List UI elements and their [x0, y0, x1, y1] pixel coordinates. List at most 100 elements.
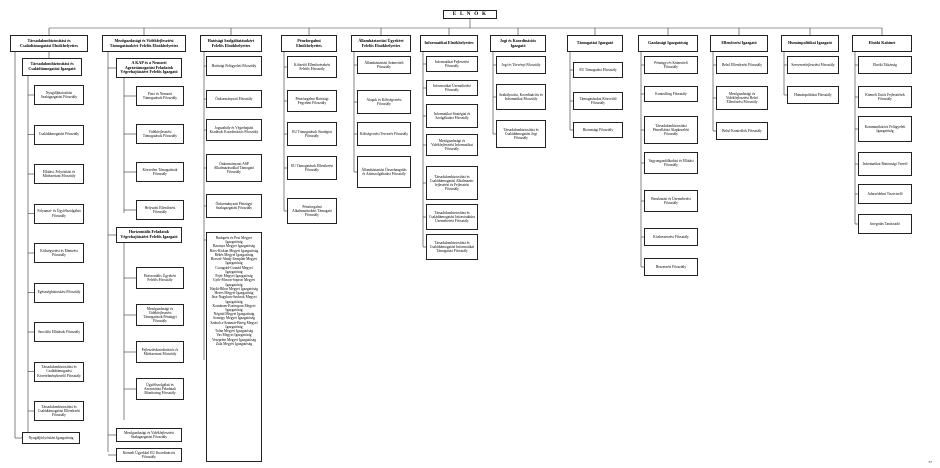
org-unit-label: Társadalombiztosítási és Családtámogatás…	[20, 37, 78, 48]
county-directorates-box: Budapest és Pest Megyei Igazgatóság Bara…	[206, 232, 262, 462]
org-unit-label: Pénzforgalmi Elnökhelyettes	[296, 37, 322, 48]
division-head-box: Támogatási Igazgató	[567, 35, 623, 52]
division-head-box: Ellenőrzési Igazgató	[710, 35, 768, 52]
department-box: Horizontális Ügyekért Felelős Főosztály	[136, 267, 184, 289]
org-unit-label: Költségvetési Tervezés Főosztály	[360, 131, 408, 136]
department-box: Társadalombiztosítási és Családtámogatás…	[34, 361, 84, 382]
org-unit-label: Hatósági Szolgáltatásokért Felelős Elnök…	[207, 37, 255, 48]
org-unit-label: Humánpolitikai Főosztály	[794, 92, 832, 97]
org-unit-label: EU Támogatások Stratégiai Főosztály	[292, 129, 332, 138]
org-unit-label: Piaci és Nemzeti Támogatások Főosztály	[142, 91, 178, 100]
org-unit-label: Fejlesztéskoordinációs és Módszertani Fő…	[141, 347, 179, 356]
org-unit-label: Mezőgazdasági és Vidékfejlesztési Inform…	[431, 138, 473, 152]
org-unit-label: Jogszabály és Végrehajtási Kiadások Koor…	[209, 125, 259, 134]
department-box: Beszerzési Főosztály	[644, 258, 698, 276]
org-unit-label: Budapest és Pest Megyei Igazgatóság Bara…	[209, 236, 259, 346]
division-head-box: Informatikai Elnökhelyettes	[420, 35, 478, 52]
org-unit-label: Családtámogatási Főosztály	[38, 132, 80, 137]
division-head-box: Humánpolitikai Igazgató	[781, 35, 839, 52]
org-unit-label: Biztonsági Főosztály	[582, 127, 614, 132]
department-box: EU Támogatási Főosztály	[573, 62, 623, 78]
department-box: Költségvetési Tervezés Főosztály	[357, 122, 411, 146]
department-box: Informatikai Biztonsági Vezető	[858, 152, 912, 176]
org-unit-label: Pénzforgalmi Alkalmazásokért Támogató Fő…	[292, 204, 332, 218]
department-box: Szervezetfejlesztési Főosztály	[787, 56, 839, 74]
department-box: Társadalombiztosítási és Családtámogatás…	[34, 401, 84, 421]
department-box: Kifizetői Ellenőrzésekért Felelős Főoszt…	[287, 56, 337, 78]
directorate-box: Nyugdíjfolyósítási Igazgatóság	[22, 432, 80, 444]
org-unit-label: EU Támogatási Főosztály	[579, 67, 617, 72]
org-unit-label: Ellátási, Folyósítási és Módszertani Főo…	[42, 169, 76, 178]
org-unit-label: Támogatásokat Közvetítő Főosztály	[579, 96, 617, 105]
department-box: Önkormányzati Főosztály	[206, 90, 262, 108]
org-unit-label: A KAP és a Nemzeti Agrártámogatási Felad…	[120, 59, 178, 75]
org-unit-label: Adatvédelmi Tisztviselő	[867, 191, 903, 196]
department-box: Belső Ellenőrzési Főosztály	[716, 56, 768, 74]
org-unit-label: Jogi és Koordinációs Igazgató	[499, 37, 537, 48]
org-unit-label: Horizontális Feladatok Végrehajtásáért F…	[120, 229, 178, 239]
org-unit-label: Társadalombiztosítási és Családtámogatás…	[37, 404, 81, 418]
department-box: Integritás Tanácsadó	[858, 214, 912, 234]
department-box: Egészségbiztosítási Főosztály	[34, 282, 84, 303]
department-box: Vidékfejlesztési Támogatások Főosztály	[136, 124, 184, 144]
org-unit-label: Önkormányzati ASP Alkalmazásokkal Támoga…	[213, 161, 255, 175]
department-box: Informatikai Stratégiai és Szolgáltatási…	[426, 104, 478, 128]
department-box: Társadalombiztosítási és Családtámogatás…	[426, 166, 478, 200]
department-box: Jogszabály és Végrehajtási Kiadások Koor…	[206, 119, 262, 141]
org-unit-label: Informatikai Biztonsági Vezető	[862, 161, 908, 166]
division-head-box: Gazdasági Igazgatóság	[638, 35, 698, 52]
org-unit-label: Informatikai Üzemeltetési Főosztály	[433, 83, 471, 92]
org-unit-label: Kiemelt Ügyekkel EU Koordinációs Főosztá…	[122, 450, 176, 459]
department-box: Államháztartási Összehangolás és Adatszo…	[357, 156, 411, 188]
org-unit-label: Önkormányzati Pénzügyi Szakigazgatási Fő…	[215, 201, 253, 210]
department-box: Mezőgazdasági és Vidékfejlesztési Szakig…	[116, 428, 182, 442]
division-head-box: Mezőgazdasági és Vidékfejlesztési Támoga…	[102, 35, 186, 52]
directorate-box: Horizontális Feladatok Végrehajtásáért F…	[116, 227, 182, 243]
org-unit-label: Egészségbiztosítási Főosztály	[37, 290, 81, 295]
org-unit-label: Szociális Ellátások Főosztály	[37, 329, 81, 334]
org-unit-label: Társadalombiztosítási Pénzellátási Alapk…	[652, 123, 690, 137]
department-box: Szabályozási, Koordinációs és Informatik…	[496, 84, 546, 110]
department-box: Informatikai Fejlesztési Főosztály	[426, 56, 478, 72]
department-box: Piaci és Nemzeti Támogatások Főosztály	[136, 86, 184, 106]
department-box: Kontrolling Főosztály	[644, 86, 698, 102]
department-box: Ellátási, Folyósítási és Módszertani Főo…	[34, 164, 84, 184]
department-box: Ügyfélszolgálati és Azonosítási Feladato…	[136, 378, 184, 400]
org-unit-label: Gazdasági Igazgatóság	[648, 40, 688, 46]
department-box: Alapok és Költségvetési Főosztály	[357, 90, 411, 114]
org-unit-label: Beszerzési Főosztály	[655, 264, 687, 269]
department-box: Államháztartási Számviteli Főosztály	[357, 56, 411, 74]
department-box: Vagyongazdálkodási és Ellátási Főosztály	[644, 152, 698, 174]
org-unit-label: Ellenőrzési Igazgató	[721, 40, 757, 46]
org-unit-label: Szervezetfejlesztési Főosztály	[791, 62, 835, 67]
department-box: Kiemelt Uniós Fejlesztések Főosztály	[858, 86, 912, 108]
org-unit-label: Társadalombiztosítási és Családtámogatás…	[429, 174, 475, 192]
department-box: Informatikai Üzemeltetési Főosztály	[426, 80, 478, 96]
org-unit-label: Közbeszerzési Főosztály	[653, 234, 689, 239]
department-box: Kiemelt Ügyekkel EU Koordinációs Főosztá…	[116, 448, 182, 462]
org-unit-label: Államháztartási Számviteli Főosztály	[364, 60, 404, 69]
org-unit-label: Folyamat- és Ügyfélszolgálati Főosztály	[37, 209, 81, 218]
directorate-box: Társadalombiztosítási és Családtámogatás…	[22, 58, 82, 76]
department-box: Önkormányzati Pénzügyi Szakigazgatási Fő…	[206, 194, 262, 218]
division-head-box: Társadalombiztosítási és Családtámogatás…	[10, 35, 88, 52]
department-box: EU Támogatások Stratégiai Főosztály	[287, 122, 337, 146]
org-unit-label: Informatikai Elnökhelyettes	[424, 40, 474, 46]
org-unit-label: Elnöki Titkárság	[873, 62, 897, 67]
department-box: Fejlesztéskoordinációs és Módszertani Fő…	[136, 341, 184, 363]
department-box: Társadalombiztosítási és Családtámogatás…	[496, 120, 546, 148]
org-unit-label: Pénzforgalmi Hatósági Fegyelmi Főosztály	[295, 96, 329, 105]
org-unit-label: Társadalombiztosítási és Családtámogatás…	[28, 61, 76, 71]
org-unit-label: Mezőgazdasági és Vidékfejlesztési Támoga…	[143, 306, 177, 324]
org-unit-label: Költségvetési és Elemzési Főosztály	[40, 248, 78, 257]
org-unit-label: E L N Ö K	[452, 11, 488, 18]
org-unit-label: Államháztartási Ügyekért Felelős Elnökhe…	[358, 37, 404, 48]
root-box: E L N Ö K	[443, 10, 497, 19]
org-unit-label: EU Támogatások Ellenőrzési Főosztály	[290, 163, 334, 172]
org-unit-label: Humánpolitikai Igazgató	[788, 40, 832, 46]
org-unit-label: Horizontális Ügyekért Felelős Főosztály	[143, 273, 177, 282]
department-box: Kommunikációs Felügyeleti Igazgatóság	[858, 116, 912, 142]
org-unit-label: Integritás Tanácsadó	[870, 221, 900, 226]
